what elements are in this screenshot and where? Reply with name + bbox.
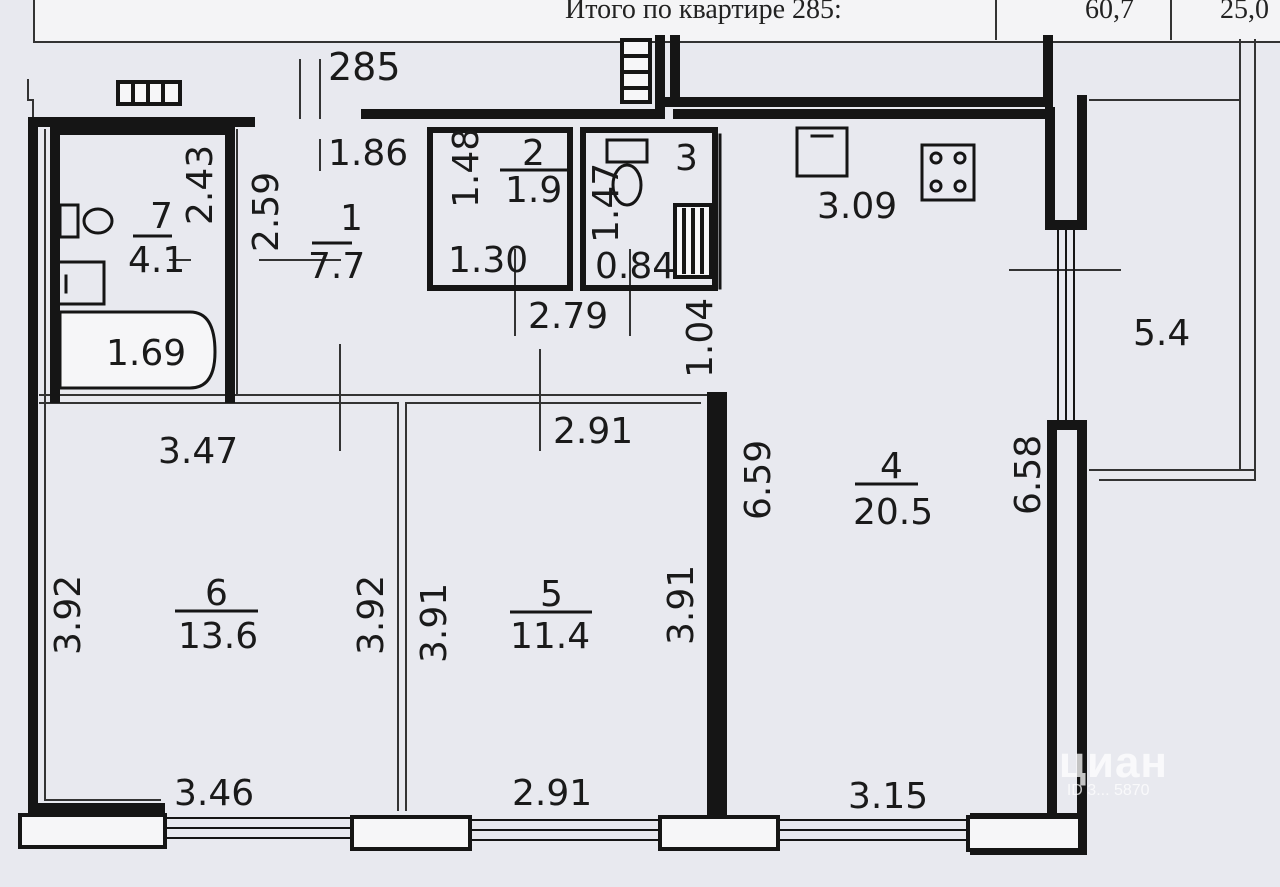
kitchen-sink-icon [795, 126, 849, 178]
dimension-label: 1.69 [106, 333, 186, 374]
partition-walls [427, 127, 722, 291]
room-6-area: 13.6 [178, 616, 258, 657]
dimension-label: 2.91 [512, 773, 592, 814]
watermark-brand: циан [1058, 738, 1168, 787]
sink-icon [56, 260, 106, 306]
bottom-windows [18, 813, 1082, 852]
dimension-label: 3.15 [848, 776, 928, 817]
ventilation-shaft-icon [620, 38, 652, 104]
room-1-area: 7.7 [308, 246, 365, 287]
dimension-label: 1.48 [446, 128, 487, 208]
summary-cell-divider [1170, 0, 1172, 40]
summary-total-area: 60,7 [1085, 0, 1134, 25]
dimension-label: 2.43 [180, 145, 221, 225]
room-7-area: 4.1 [128, 240, 185, 281]
dimension-label: 1.86 [328, 133, 408, 174]
room-5-area: 11.4 [510, 616, 590, 657]
toilet-icon [58, 203, 114, 239]
dimension-label: 1.30 [448, 240, 528, 281]
watermark-id: ID 3... 5870 [1066, 782, 1150, 799]
summary-living-area: 25,0 [1220, 0, 1269, 25]
dimension-label: 3.92 [48, 575, 89, 655]
room-label-bars [133, 168, 918, 614]
dimension-label: 5.4 [1133, 313, 1190, 354]
room-4-number: 4 [880, 446, 903, 487]
dimension-label: 3.91 [414, 583, 455, 663]
dimension-label: 1.04 [680, 298, 721, 378]
dimension-label: 1.47 [586, 163, 627, 243]
apartment-number: 285 [328, 45, 401, 89]
dimension-label: 2.79 [528, 296, 608, 337]
room-1-number: 1 [340, 198, 363, 239]
dimension-label: 3.92 [351, 575, 392, 655]
summary-label: Итого по квартире 285: [565, 0, 842, 25]
room-2-number: 2 [522, 133, 545, 174]
stove-icon [920, 143, 976, 202]
radiator-icon [116, 80, 182, 106]
watermark-logo: циан ID 3... 5870 [1058, 738, 1168, 799]
room-3-number: 3 [675, 138, 698, 179]
room-7-number: 7 [150, 196, 173, 237]
summary-cell-divider [995, 0, 997, 40]
dimension-label: 6.58 [1008, 435, 1049, 515]
dimension-label: 3.91 [661, 565, 702, 645]
room-4-area: 20.5 [853, 492, 933, 533]
toilet-icon [605, 138, 649, 207]
dimension-label: 6.59 [738, 440, 779, 520]
room-5-number: 5 [540, 574, 563, 615]
dimension-label: 2.59 [246, 172, 287, 252]
dimension-label: 3.46 [174, 773, 254, 814]
room-2-area: 1.9 [505, 170, 562, 211]
towel-dryer-icon [673, 203, 713, 279]
balcony-window [1057, 227, 1075, 421]
dimension-label: 3.47 [158, 431, 238, 472]
dimension-label: 2.91 [553, 411, 633, 452]
room-6-number: 6 [205, 573, 228, 614]
dimension-label: 3.09 [817, 186, 897, 227]
dimension-label: 0.84 [595, 246, 675, 287]
drafting-lines [27, 39, 1256, 811]
bathtub-icon [58, 310, 217, 390]
